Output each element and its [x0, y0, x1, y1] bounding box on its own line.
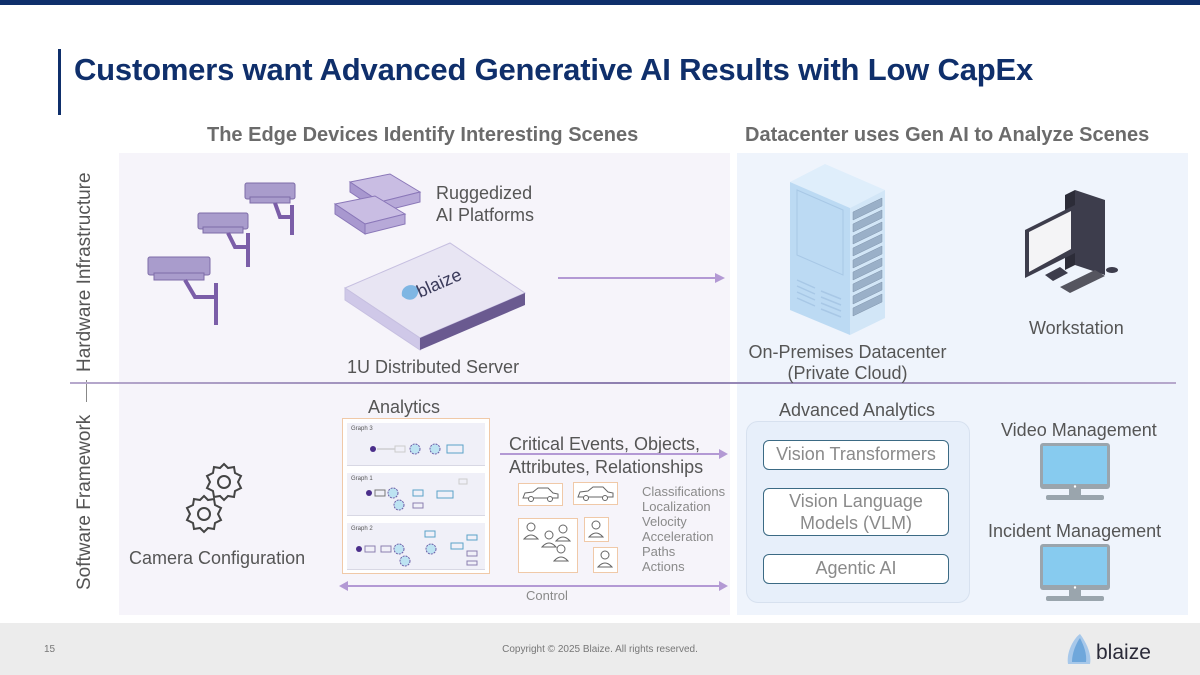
control-label: Control: [526, 588, 568, 603]
events-arrow-head: [719, 449, 728, 459]
car-detection-box: [573, 482, 618, 505]
footer: [0, 623, 1200, 675]
attribute-item: Classifications: [642, 484, 726, 499]
datacenter-column-heading: Datacenter uses Gen AI to Analyze Scenes: [745, 124, 1150, 146]
row-label-separator: [86, 380, 87, 402]
camera-1: [244, 182, 296, 235]
person-detection-box: [593, 547, 618, 573]
events-arrow: [500, 453, 720, 455]
attribute-item: Localization: [642, 499, 711, 514]
workstation-label: Workstation: [1029, 318, 1124, 338]
gears-icon: [185, 462, 243, 534]
hardware-infrastructure-label: Hardware Infrastructure: [74, 172, 95, 372]
graph-title: Graph 1: [351, 476, 373, 482]
distributed-server-icon: blaize: [343, 242, 527, 351]
control-arrow-left-head: [339, 581, 348, 591]
top-bar: [0, 0, 1200, 5]
blaize-logo-icon: [1067, 634, 1091, 664]
graph-title: Graph 2: [351, 526, 373, 532]
camera-3: [147, 256, 218, 325]
copyright-text: Copyright © 2025 Blaize. All rights rese…: [502, 644, 698, 655]
person-detection-box: [584, 517, 609, 542]
attribute-item: Actions: [642, 559, 685, 574]
distributed-server-label: 1U Distributed Server: [347, 357, 520, 377]
people-group-icon: [522, 522, 572, 562]
ruggedized-label-line1: Ruggedized: [436, 183, 533, 203]
pipeline-graph: [366, 478, 468, 511]
datacenter-label-line1: On-Premises Datacenter: [748, 342, 947, 362]
slide-title: Customers want Advanced Generative AI Re…: [74, 52, 1033, 87]
critical-events-label: Critical Events, Objects, Attributes, Re…: [509, 433, 703, 479]
car-icon: [522, 487, 559, 502]
agentic-ai-box: Agentic AI: [763, 554, 949, 584]
graph-title: Graph 3: [351, 426, 373, 432]
monitor-icon: [1040, 544, 1110, 601]
page-number: 15: [44, 644, 56, 655]
camera-configuration-label: Camera Configuration: [129, 548, 306, 568]
graph-card[interactable]: Graph 3: [347, 423, 485, 466]
attribute-item: Velocity: [642, 514, 687, 529]
vision-transformers-box: Vision Transformers: [763, 440, 949, 470]
video-management-label: Video Management: [1001, 420, 1157, 440]
critical-events-line2: Attributes, Relationships: [509, 457, 704, 477]
monitor-icon: [1040, 443, 1110, 500]
ruggedized-label-line2: AI Platforms: [436, 205, 535, 225]
analytics-label: Analytics: [368, 397, 441, 417]
advanced-analytics-panel: Vision Transformers Vision Language Mode…: [746, 421, 970, 603]
person-icon: [596, 550, 614, 568]
edge-column-heading: The Edge Devices Identify Interesting Sc…: [207, 124, 639, 146]
attribute-list: Classifications Localization Velocity Ac…: [642, 484, 725, 574]
analytics-graphs-panel: Graph 3 Graph 1 Graph 2: [342, 418, 490, 574]
ruggedized-platforms-label: Ruggedized AI Platforms: [436, 182, 534, 226]
pipeline-graph: [370, 443, 464, 455]
car-detection-box: [518, 483, 563, 506]
graph-card[interactable]: Graph 1: [347, 473, 485, 516]
datacenter-label: On-Premises Datacenter (Private Cloud): [745, 342, 950, 384]
camera-2: [197, 212, 250, 267]
critical-events-line1: Critical Events, Objects,: [509, 434, 701, 454]
security-camera-icon: [147, 182, 296, 325]
group-detection-box: [518, 518, 578, 573]
edge-to-datacenter-arrow: [558, 277, 716, 279]
datacenter-rack-icon: [790, 164, 885, 335]
car-icon: [577, 486, 614, 501]
arrow-head: [715, 273, 725, 283]
blaize-logo-text: blaize: [1096, 641, 1151, 664]
ruggedized-platform-icon: [333, 173, 422, 235]
title-accent-bar: [58, 49, 61, 115]
attribute-item: Acceleration: [642, 529, 714, 544]
attribute-item: Paths: [642, 544, 676, 559]
workstation-icon: [1025, 190, 1118, 293]
control-arrow-right-head: [719, 581, 728, 591]
software-framework-label: Software Framework: [74, 414, 95, 590]
person-icon: [587, 520, 605, 538]
vlm-box: Vision Language Models (VLM): [763, 488, 949, 536]
advanced-analytics-label: Advanced Analytics: [778, 400, 936, 420]
graph-card[interactable]: Graph 2: [347, 523, 485, 570]
row-divider: [70, 382, 1176, 384]
incident-management-label: Incident Management: [988, 521, 1162, 541]
datacenter-label-line2: (Private Cloud): [787, 363, 908, 383]
pipeline-graph: [356, 530, 478, 567]
control-arrow: [347, 585, 720, 587]
